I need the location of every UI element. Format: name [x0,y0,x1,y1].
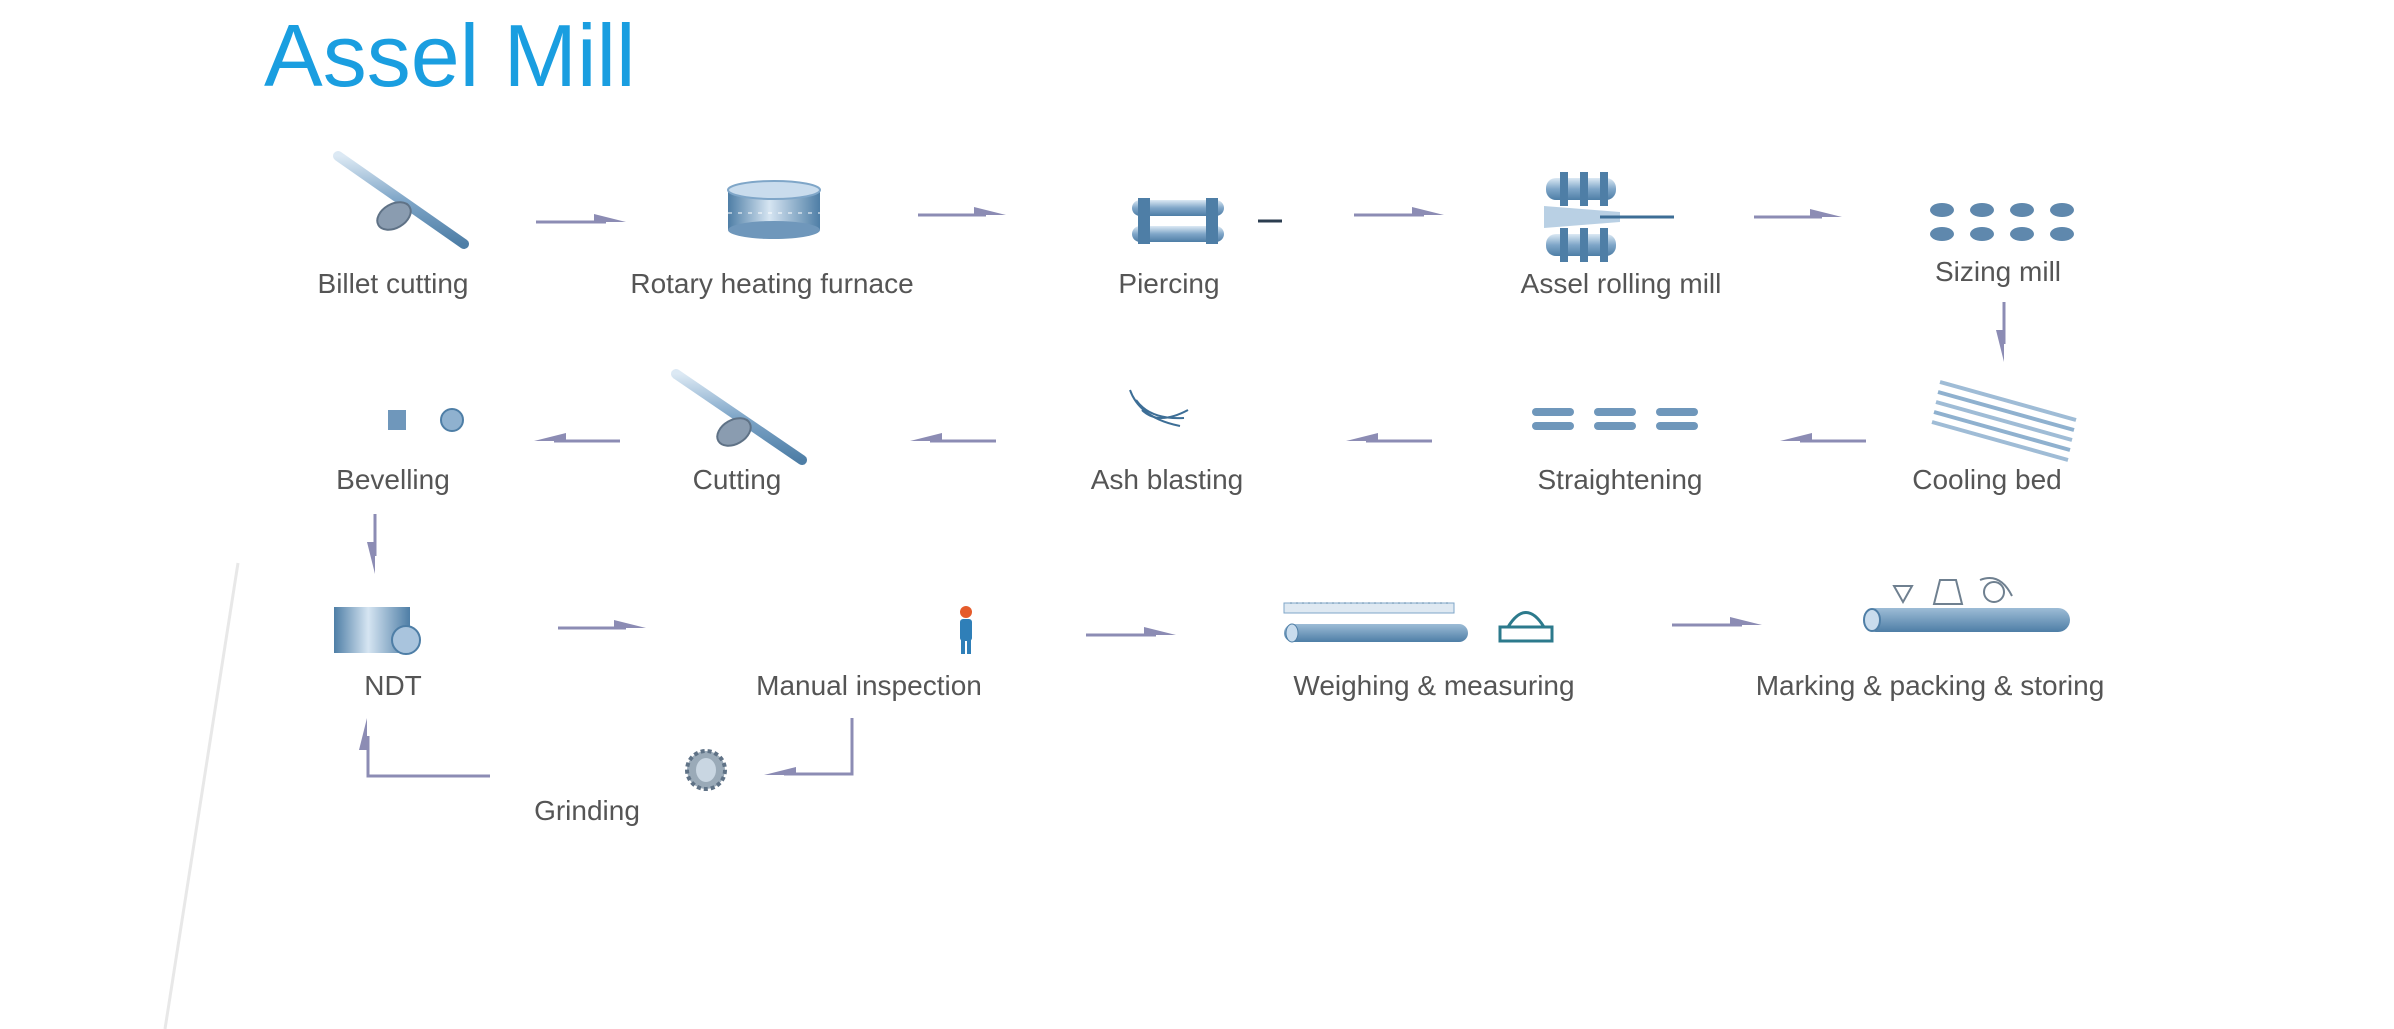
rotary-heating-furnace-icon [727,180,821,239]
arrow-piercing-to-assel [1354,207,1444,217]
arrow-grinding-to-ndt [359,718,490,778]
cooling-bed-icon [1931,380,2077,462]
step-label-straightening: Straightening [1537,464,1702,495]
straightening-icon [1512,408,1720,430]
step-label-marking-packing-storing: Marking & packing & storing [1756,670,2105,701]
marking-packing-storing-icon [1863,577,2070,632]
step-label-assel-rolling-mill: Assel rolling mill [1521,268,1722,299]
arrow-sizing-to-cooling [1996,302,2006,362]
step-label-weighing-measuring: Weighing & measuring [1293,670,1574,701]
step-label-billet-cutting: Billet cutting [318,268,469,299]
step-label-cutting: Cutting [693,464,782,495]
step-label-sizing-mill: Sizing mill [1935,256,2061,287]
arrow-ash-to-cutting [910,433,996,443]
step-label-rotary-heating-furnace: Rotary heating furnace [630,268,913,299]
manual-inspection-icon [768,606,972,654]
arrow-cooling-to-straightening [1780,433,1866,443]
arrow-ndt-to-manual [558,620,646,630]
ndt-icon [280,607,470,655]
weighing-measuring-icon [1283,602,1554,643]
arrow-assel-to-sizing [1754,209,1842,219]
step-label-piercing: Piercing [1118,268,1219,299]
decorative-slant-line [163,562,240,1029]
arrow-billet-to-furnace [536,214,626,224]
arrow-furnace-to-piercing [918,207,1006,217]
step-label-ndt: NDT [364,670,422,701]
step-label-grinding: Grinding [534,795,640,826]
step-label-ash-blasting: Ash blasting [1091,464,1244,495]
step-label-manual-inspection: Manual inspection [756,670,982,701]
piercing-icon [1088,198,1282,244]
cutting-icon [671,369,807,465]
step-label-bevelling: Bevelling [336,464,450,495]
step-label-cooling-bed: Cooling bed [1912,464,2061,495]
arrow-cutting-to-bevelling [534,433,620,443]
grinding-icon [508,749,727,791]
ash-blasting-icon [1088,389,1256,452]
page-title: Assel Mill [264,6,636,105]
bevelling-icon [336,408,464,432]
assel-rolling-mill-icon [1544,172,1674,262]
arrow-manual-to-grinding [764,718,854,776]
sizing-mill-icon [1910,203,2092,241]
arrow-bevelling-to-ndt [367,514,377,574]
arrow-weighing-to-marking [1672,617,1762,627]
arrow-manual-to-weighing [1086,627,1176,637]
scale-icon [1498,611,1554,643]
billet-cutting-icon [333,151,469,249]
arrow-straightening-to-ash [1346,433,1432,443]
inspector-icon [960,606,972,654]
